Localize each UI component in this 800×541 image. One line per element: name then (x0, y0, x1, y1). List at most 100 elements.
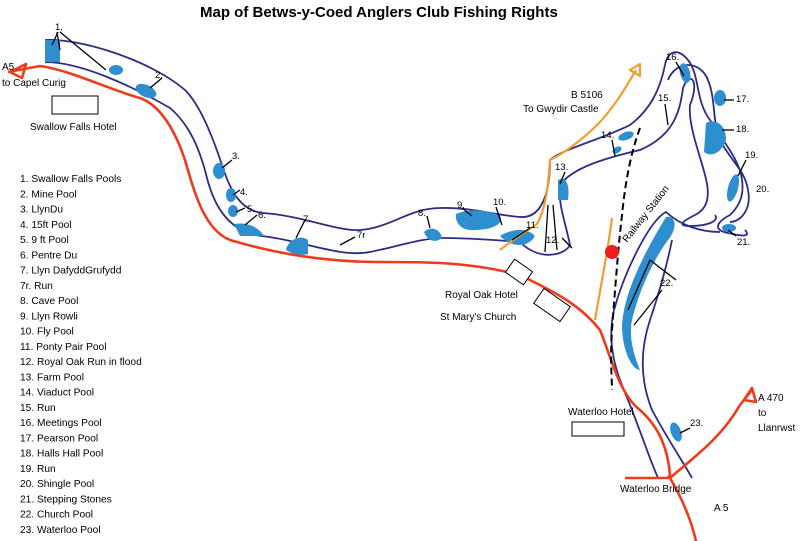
pool-16 (679, 63, 691, 83)
pool-1a (45, 40, 60, 62)
num-14: 14. (601, 130, 614, 141)
st-marys-church-building (533, 287, 571, 323)
num-15: 15. (658, 93, 671, 104)
legend-item: 4. 15ft Pool (20, 220, 72, 231)
arrow-6 (244, 214, 258, 226)
swallow-falls-hotel-building (51, 95, 99, 115)
legend-item: 2. Mine Pool (20, 189, 77, 200)
pool-13 (558, 178, 569, 200)
arrow-5 (235, 207, 246, 213)
river-east-branch-outer (610, 210, 721, 479)
num-21: 21. (737, 237, 750, 248)
arrow-11 (511, 227, 531, 241)
num-10: 10. (493, 197, 506, 208)
arrow-4 (232, 189, 241, 196)
pool-4 (226, 188, 236, 202)
pool-18 (704, 121, 726, 155)
road-b5106-arrowhead (628, 62, 642, 78)
num-6: 6. (258, 210, 266, 221)
arrow-22b (633, 289, 663, 326)
arrow-13 (559, 171, 566, 185)
royal-oak-hotel-building (504, 258, 534, 286)
arrow-3 (221, 159, 233, 169)
legend-item: 12. Royal Oak Run in flood (20, 357, 142, 368)
a470-number: A 470 (758, 393, 784, 404)
legend-item: 19. Run (20, 464, 56, 475)
num-13: 13. (555, 162, 568, 173)
num-4: 4. (240, 187, 248, 198)
pool-6 (234, 223, 264, 236)
legend-item: 16. Meetings Pool (20, 418, 102, 429)
arrow-10 (495, 206, 503, 226)
waterloo-bridge-label: Waterloo Bridge (620, 484, 692, 495)
arrow-12c (561, 237, 573, 249)
num-1: 1. (55, 22, 63, 33)
num-7: 7. (303, 214, 311, 225)
num-11: 11. (526, 220, 539, 231)
a470-destination: Llanrwst (758, 423, 795, 434)
arrow-8 (426, 215, 431, 229)
legend-item: 20. Shingle Pool (20, 479, 94, 490)
legend-item: 22. Church Pool (20, 510, 93, 521)
river-east-branch-inner (641, 239, 693, 479)
num-8: 8. (418, 208, 426, 219)
arrow-15 (664, 103, 669, 126)
legend-item: 17. Pearson Pool (20, 433, 98, 444)
st-marys-church-label: St Mary's Church (440, 312, 516, 323)
num-2: 2. (155, 70, 163, 81)
arrow-14 (611, 139, 616, 157)
arrow-7 (295, 219, 306, 239)
pool-14a (618, 131, 634, 141)
pool-1b (109, 65, 123, 75)
road-a470 (669, 389, 754, 479)
num-23: 23. (690, 418, 703, 429)
legend-item: 13. Farm Pool (20, 372, 84, 383)
b5106-destination: To Gwydir Castle (523, 104, 599, 115)
arrow-23 (679, 427, 691, 434)
arrow-9 (461, 207, 473, 217)
num-17: 17. (736, 94, 749, 105)
num-22: 22. (660, 278, 673, 289)
pool-8 (424, 228, 442, 241)
num-16: 16. (666, 52, 679, 63)
num-9: 9. (457, 200, 465, 211)
pool-5 (228, 205, 238, 217)
num-18: 18. (736, 124, 749, 135)
arrow-21 (727, 229, 737, 237)
a5-west-number: A5 (2, 62, 15, 73)
arrow-16 (675, 61, 685, 77)
arrow-12a (544, 204, 549, 253)
pool-number-labels: 1. 2. 3. 4. 5. 6. 7. 7r 8. 9. 10. 11. 12… (55, 22, 769, 429)
legend-item: 14. Viaduct Pool (20, 388, 94, 399)
a470-to: to (758, 408, 767, 419)
legend-item: 7. Llyn DafyddGrufydd (20, 266, 122, 277)
legend-item: 11. Ponty Pair Pool (20, 342, 106, 353)
arrow-19 (737, 159, 747, 177)
arrow-1b (59, 31, 107, 71)
road-b5106 (499, 69, 637, 251)
pool-9-rock (472, 217, 494, 227)
arrow-1a (56, 31, 61, 51)
royal-oak-hotel-label: Royal Oak Hotel (445, 290, 518, 301)
num-7r: 7r (357, 230, 365, 241)
road-a5-arrowhead (8, 62, 28, 80)
pool-pointer-arrows (51, 31, 747, 434)
river-bank-south (44, 61, 717, 256)
legend-item: 8. Cave Pool (20, 296, 78, 307)
legend-item: 21. Stepping Stones (20, 494, 112, 505)
pools (45, 40, 740, 442)
num-3: 3. (232, 151, 240, 162)
legend-item: 15. Run (20, 403, 56, 414)
legend-item: 6. Pentre Du (20, 250, 77, 261)
legend-item: 7r. Run (20, 281, 53, 292)
railway-station-marker (605, 245, 619, 259)
num-12: 12. (546, 235, 559, 246)
b5106-number: B 5106 (571, 90, 603, 101)
waterloo-hotel-building (571, 421, 625, 437)
pool-7 (286, 237, 308, 255)
num-20: 20. (756, 184, 769, 195)
map-title: Map of Betws-y-Coed Anglers Club Fishing… (200, 4, 558, 21)
pool-17 (714, 90, 726, 106)
